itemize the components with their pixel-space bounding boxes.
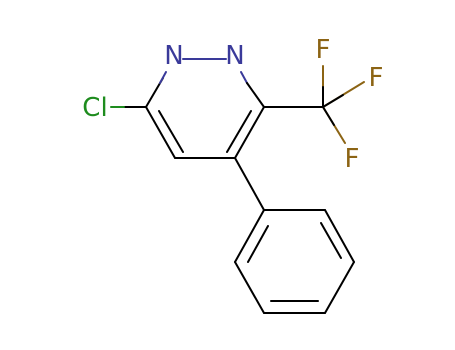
atom-label-f3: F: [345, 144, 360, 174]
bond-ph2-ph3-inner: [320, 222, 342, 259]
bond-ph6-ph1: [234, 209, 265, 263]
bond-c4-phenyl: [234, 157, 265, 211]
atom-label-cl: Cl: [82, 93, 107, 123]
bond-ph5-ph6: [234, 261, 265, 314]
bond-cf3-f3-c-part: [322, 106, 335, 126]
atom-label-n1: N: [164, 41, 183, 71]
bond-n2-c3: [246, 82, 265, 108]
atom-label-f2: F: [369, 63, 384, 93]
bond-n2-c3-n-part: [240, 71, 248, 84]
bond-ph6-ph1-inner: [247, 225, 269, 263]
bond-c5-c6: [145, 106, 176, 159]
bond-c6-n1-n-part: [159, 71, 167, 84]
bond-ph3-ph4: [324, 261, 355, 314]
bond-c3-c4-inner: [226, 110, 252, 153]
bond-c3-c4: [234, 106, 265, 159]
bond-c5-c6-inner: [158, 110, 184, 153]
atom-label-n2: N: [225, 41, 244, 71]
bond-cf3-f2-c-part: [322, 94, 344, 108]
bond-ph2-ph3: [324, 209, 355, 263]
atom-label-f1: F: [316, 35, 331, 65]
